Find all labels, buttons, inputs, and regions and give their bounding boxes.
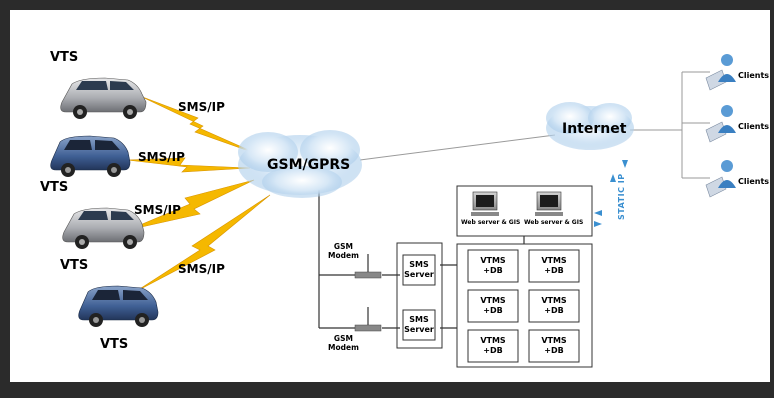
link-2-label: SMS/IP bbox=[138, 150, 185, 164]
vtms-1-label: VTMS +DB bbox=[480, 256, 506, 275]
vehicle-1 bbox=[60, 77, 147, 119]
client-1-icon bbox=[705, 54, 736, 91]
sms-server-group bbox=[396, 242, 443, 349]
internet-label: Internet bbox=[562, 121, 627, 137]
diagram-graphics bbox=[50, 54, 736, 368]
network-links bbox=[359, 71, 710, 179]
sms-server-1 bbox=[402, 254, 436, 286]
internet-cloud bbox=[546, 102, 634, 150]
vehicle-2-label: VTS bbox=[40, 180, 69, 195]
gsm-modem-2-label: GSM Modem bbox=[328, 334, 359, 352]
vehicle-1-label: VTS bbox=[50, 50, 79, 65]
gsm-modem-2-icon bbox=[354, 307, 382, 332]
arrow-left-icon bbox=[594, 210, 602, 216]
vehicle-4 bbox=[78, 285, 159, 327]
vtms-box-2 bbox=[528, 249, 580, 283]
link-1-label: SMS/IP bbox=[178, 100, 225, 114]
vtms-box-5 bbox=[467, 329, 519, 363]
vehicle-4-label: VTS bbox=[100, 337, 129, 352]
arrow-right-icon bbox=[594, 221, 602, 227]
vtms-5-label: VTMS +DB bbox=[480, 336, 506, 355]
web-server-1-icon bbox=[471, 191, 499, 216]
web-server-2-icon bbox=[535, 191, 563, 216]
vtms-6-label: VTMS +DB bbox=[541, 336, 567, 355]
arrow-down-icon bbox=[622, 160, 628, 168]
client-3-icon bbox=[705, 160, 736, 198]
client-1-label: Clients bbox=[738, 71, 770, 80]
web-server-1-label: Web server & GIS bbox=[461, 219, 521, 226]
client-2-icon bbox=[705, 105, 736, 143]
vehicle-2 bbox=[50, 135, 131, 177]
gsm-gprs-label: GSM/GPRS bbox=[267, 157, 351, 173]
diagram-canvas: VTS VTS VTS VTS SMS/IP SMS/IP SMS/IP SMS… bbox=[10, 10, 770, 382]
vehicle-3-label: VTS bbox=[60, 258, 89, 273]
link-4-label: SMS/IP bbox=[178, 262, 225, 276]
vtms-box-4 bbox=[528, 289, 580, 323]
arrow-up-icon bbox=[610, 174, 616, 182]
vehicle-3 bbox=[62, 207, 145, 249]
client-2-label: Clients bbox=[738, 122, 770, 131]
vtms-box-3 bbox=[467, 289, 519, 323]
sms-server-2 bbox=[402, 309, 436, 341]
static-ip-label: STATIC IP bbox=[617, 173, 626, 220]
web-server-2-label: Web server & GIS bbox=[524, 219, 584, 226]
gsm-gprs-cloud bbox=[238, 130, 362, 198]
vtms-3-label: VTMS +DB bbox=[480, 296, 506, 315]
link-3-label: SMS/IP bbox=[134, 203, 181, 217]
static-ip-arrows bbox=[594, 160, 628, 227]
vtms-2-label: VTMS +DB bbox=[541, 256, 567, 275]
vtms-4-label: VTMS +DB bbox=[541, 296, 567, 315]
gsm-modem-1-label: GSM Modem bbox=[328, 242, 359, 260]
gsm-modem-1-icon bbox=[354, 254, 382, 279]
lan-links bbox=[318, 190, 525, 329]
lightning-bolt-4 bbox=[134, 194, 271, 293]
client-3-label: Clients bbox=[738, 177, 770, 186]
sms-server-2-label: SMS Server bbox=[404, 315, 434, 334]
vtms-box-6 bbox=[528, 329, 580, 363]
sms-server-1-label: SMS Server bbox=[404, 260, 434, 279]
vtms-box-1 bbox=[467, 249, 519, 283]
